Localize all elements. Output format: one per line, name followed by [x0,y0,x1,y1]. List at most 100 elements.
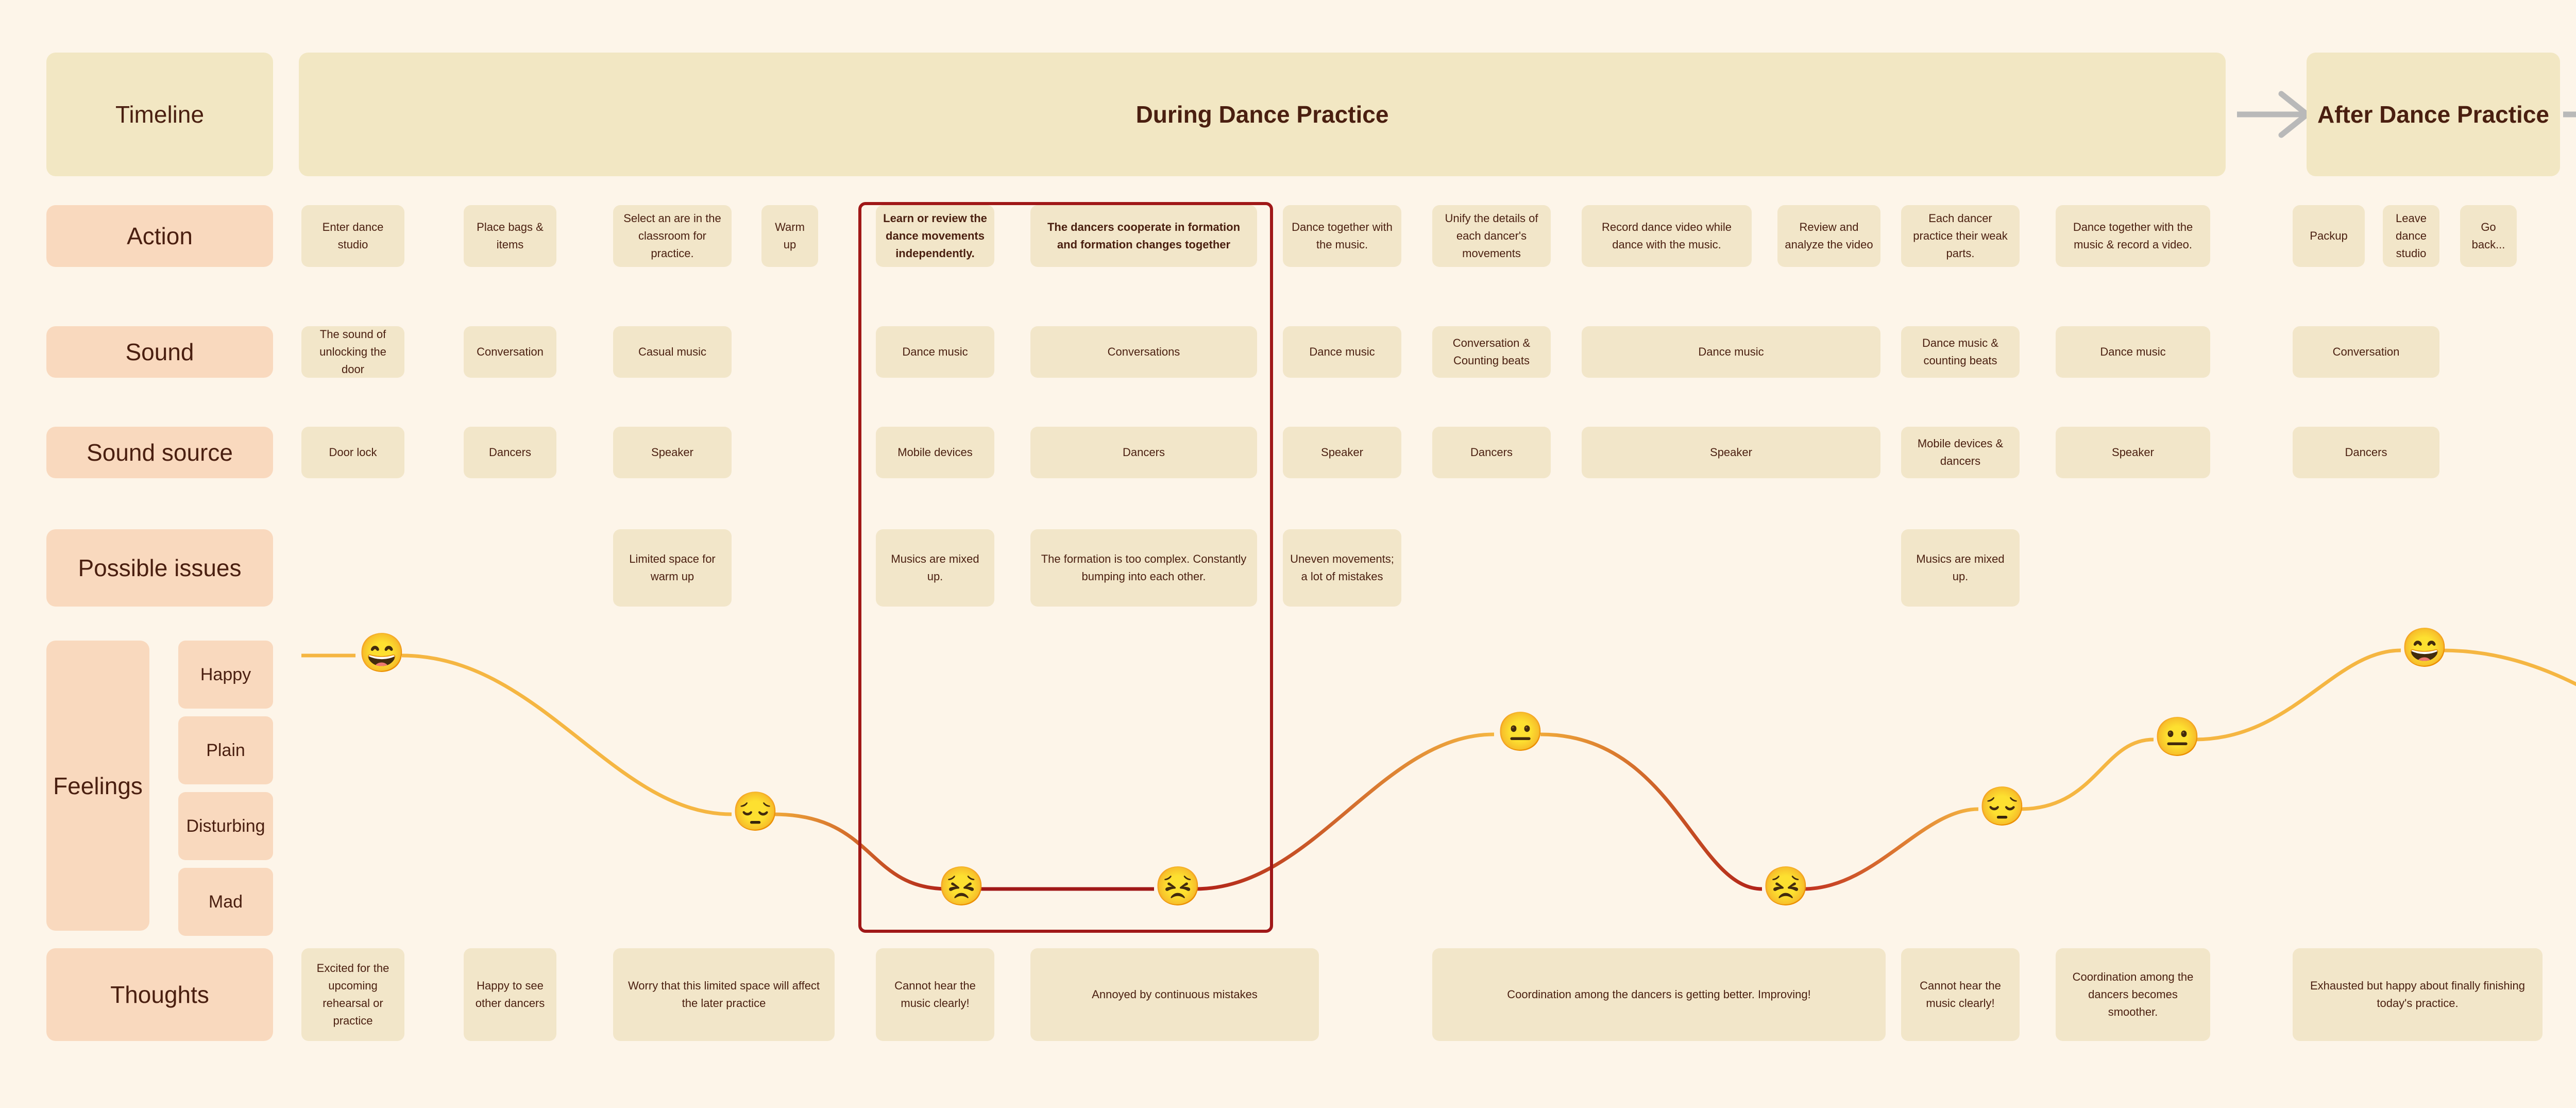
possible-issue-card-text: Limited space for warm up [629,552,716,583]
sound-card[interactable]: Dance music [876,326,994,378]
thought-card[interactable]: Coordination among the dancers is gettin… [1432,948,1886,1041]
sound-card[interactable]: Conversations [1030,326,1257,378]
feelings-level-plain-text: Plain [206,740,245,760]
emoji-confounded-face-3: 😣 [1762,865,1810,908]
action-card[interactable]: Go back... [2460,205,2517,267]
row-label-thoughts-text: Thoughts [110,981,209,1008]
action-card[interactable]: Warm up [761,205,818,267]
action-card[interactable]: Enter dance studio [301,205,404,267]
row-label-sound: Sound [46,326,273,378]
row-label-thoughts: Thoughts [46,948,273,1041]
thought-card[interactable]: Coordination among the dancers becomes s… [2056,948,2210,1041]
sound-source-card[interactable]: Speaker [1283,427,1401,478]
possible-issue-card-text: Uneven movements; a lot of mistakes [1290,552,1394,583]
sound-source-card[interactable]: Door lock [301,427,404,478]
sound-card-text: Dance music [1698,345,1764,358]
thought-card-text: Excited for the upcoming rehearsal or pr… [316,961,389,1028]
possible-issue-card[interactable]: Uneven movements; a lot of mistakes [1283,529,1401,607]
sound-source-card[interactable]: Dancers [1432,427,1551,478]
arrow-during-to-after [2237,91,2310,138]
thought-card-text: Exhausted but happy about finally finish… [2310,979,2526,1010]
action-card[interactable]: Leave dance studio [2383,205,2439,267]
sound-card-text: Dance music & counting beats [1922,336,1998,367]
arrow-after-to-home [2563,111,2576,117]
sound-card[interactable]: Dance music [1283,326,1401,378]
sound-source-card[interactable]: Speaker [2056,427,2210,478]
sound-card[interactable]: Dance music [1582,326,1880,378]
sound-source-card[interactable]: Mobile devices [876,427,994,478]
action-card[interactable]: Packup [2293,205,2365,267]
curve-seg-2 [401,653,732,816]
sound-card-text: Conversation & Counting beats [1452,336,1531,367]
action-card-text: Unify the details of each dancer's movem… [1445,211,1538,260]
sound-card[interactable]: Dance music [2056,326,2210,378]
emoji-neutral-face-2: 😐 [2154,715,2201,758]
feelings-level-disturbing-text: Disturbing [186,816,265,836]
action-card[interactable]: Unify the details of each dancer's movem… [1432,205,1551,267]
sound-source-card[interactable]: Mobile devices & dancers [1901,427,2020,478]
thought-card-text: Annoyed by continuous mistakes [1092,987,1258,1001]
thought-card[interactable]: Cannot hear the music clearly! [1901,948,2020,1041]
emoji-pensive-face-2: 😔 [1978,785,2026,828]
thought-card-text: Worry that this limited space will affec… [628,979,820,1010]
thought-card[interactable]: Annoyed by continuous mistakes [1030,948,1319,1041]
timeline-phase-after-text: After Dance Practice [2317,100,2549,128]
curve-seg-6 [1540,732,1762,891]
action-card-text: Place bags & items [477,220,544,251]
sound-card-text: The sound of unlocking the door [319,327,386,376]
action-card[interactable]: Dance together with the music & record a… [2056,205,2210,267]
thought-card[interactable]: Exhausted but happy about finally finish… [2293,948,2543,1041]
sound-source-card-text: Speaker [2112,445,2154,459]
action-card-text: Each dancer practice their weak parts. [1913,211,2008,260]
sound-card[interactable]: Conversation [464,326,556,378]
action-card[interactable]: The dancers cooperate in formation and f… [1030,205,1257,267]
curve-seg-9 [2194,648,2401,742]
action-card-text: Packup [2310,229,2348,242]
action-card[interactable]: Each dancer practice their weak parts. [1901,205,2020,267]
thought-card-text: Coordination among the dancers becomes s… [2072,970,2194,1019]
sound-source-card[interactable]: Dancers [2293,427,2439,478]
sound-card[interactable]: Conversation [2293,326,2439,378]
sound-source-card[interactable]: Dancers [1030,427,1257,478]
thought-card[interactable]: Worry that this limited space will affec… [613,948,835,1041]
row-label-sound-text: Sound [125,339,194,365]
thought-card[interactable]: Cannot hear the music clearly! [876,948,994,1041]
row-label-possible-issues: Possible issues [46,529,273,607]
action-card-text: Warm up [775,220,805,251]
action-card[interactable]: Place bags & items [464,205,556,267]
thought-card[interactable]: Happy to see other dancers [464,948,556,1041]
emoji-pensive-face-1: 😔 [732,790,779,833]
sound-card[interactable]: Dance music & counting beats [1901,326,2020,378]
feelings-level-happy-text: Happy [200,664,251,684]
possible-issue-card[interactable]: Musics are mixed up. [1901,529,2020,607]
action-card[interactable]: Record dance video while dance with the … [1582,205,1752,267]
possible-issue-card[interactable]: Musics are mixed up. [876,529,994,607]
action-card[interactable]: Learn or review the dance movements inde… [876,205,994,267]
action-card-text: Select an are in the classroom for pract… [623,211,721,260]
sound-source-card-text: Dancers [489,445,531,459]
action-card[interactable]: Select an are in the classroom for pract… [613,205,732,267]
action-card[interactable]: Review and analyze the video [1777,205,1880,267]
emoji-confounded-face-1: 😣 [938,865,986,908]
action-card-text: Record dance video while dance with the … [1602,220,1732,251]
sound-source-card[interactable]: Dancers [464,427,556,478]
curve-seg-3 [772,812,948,891]
feelings-level-mad: Mad [178,868,273,936]
feelings-level-happy: Happy [178,641,273,709]
sound-source-card-text: Speaker [1321,445,1363,459]
row-label-timeline: Timeline [46,53,273,176]
action-card[interactable]: Dance together with the music. [1283,205,1401,267]
sound-card[interactable]: The sound of unlocking the door [301,326,404,378]
feelings-level-mad-text: Mad [208,892,243,912]
possible-issue-card[interactable]: The formation is too complex. Constantly… [1030,529,1257,607]
sound-card-text: Conversations [1107,345,1180,358]
sound-source-card-text: Door lock [329,445,377,459]
sound-card[interactable]: Casual music [613,326,732,378]
sound-card-text: Casual music [638,345,707,358]
thought-card[interactable]: Excited for the upcoming rehearsal or pr… [301,948,404,1041]
curve-seg-10 [2442,648,2576,686]
sound-card[interactable]: Conversation & Counting beats [1432,326,1551,378]
sound-source-card[interactable]: Speaker [1582,427,1880,478]
sound-source-card[interactable]: Speaker [613,427,732,478]
possible-issue-card[interactable]: Limited space for warm up [613,529,732,607]
